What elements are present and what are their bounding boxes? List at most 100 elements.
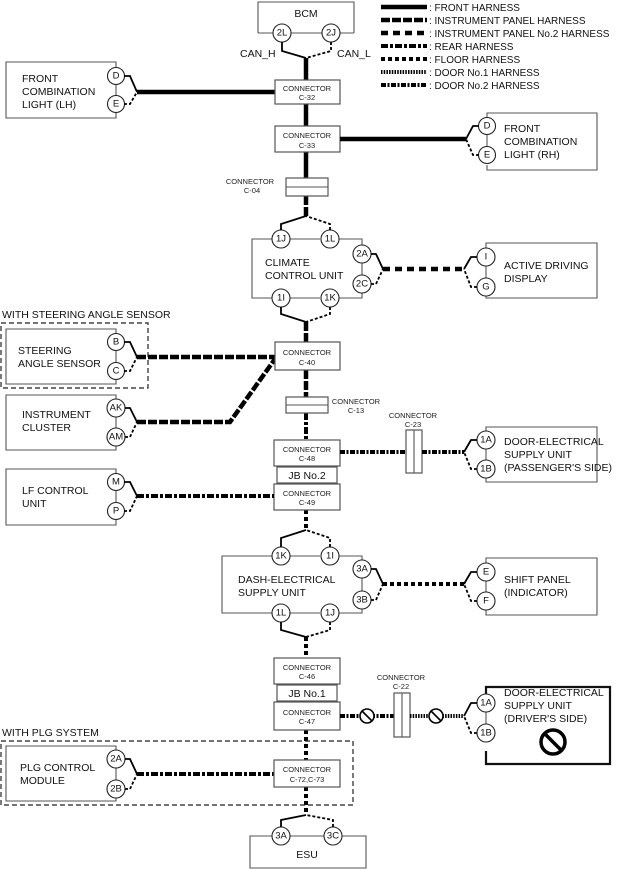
front-combination-light-rh[interactable]: FRONT COMBINATION LIGHT (RH) D E <box>465 112 598 171</box>
dash-outline <box>221 555 363 614</box>
shift-wire-e <box>463 571 477 585</box>
climate-pin-1j-label: 1J <box>276 234 286 245</box>
c48-box <box>273 439 341 467</box>
desu-p-label-2: SUPPLY UNIT <box>504 449 572 461</box>
c40-title: CONNECTOR <box>283 348 332 357</box>
fcl-rh-label-2: COMBINATION <box>504 136 577 148</box>
plg-control-module[interactable]: PLG CONTROL MODULE 2A 2B <box>5 745 138 802</box>
bcm-pin-2j-label: 2J <box>326 28 336 39</box>
shift-wire-f <box>463 583 477 602</box>
connector-c72-c73[interactable]: CONNECTOR C-72,C-73 <box>273 759 341 788</box>
climate-wire-2c <box>371 268 384 285</box>
sas-wire-c <box>124 356 138 372</box>
connector-c40[interactable]: CONNECTOR C-40 <box>274 341 341 371</box>
dash-pin-3b-label: 3B <box>356 595 368 606</box>
sas-pin-b-label: B <box>113 337 119 348</box>
door-electrical-supply-unit-passenger[interactable]: DOOR-ELECTRICAL SUPPLY UNIT (PASSENGER'S… <box>463 426 612 483</box>
not-applicable-mark-2 <box>428 708 444 724</box>
climate-pin-1i-label: 1I <box>277 293 285 304</box>
c33-title: CONNECTOR <box>283 131 332 140</box>
c46-box <box>273 657 341 685</box>
junction-block-1[interactable]: JB No.1 <box>276 684 338 702</box>
c32-box <box>274 79 341 105</box>
c04-code: C-04 <box>244 186 260 195</box>
connector-c33[interactable]: CONNECTOR C-33 <box>274 125 341 153</box>
legend-label-floor: : FLOOR HARNESS <box>429 55 520 66</box>
bcm-pin-2l-label: 2L <box>277 28 288 39</box>
front-combination-light-lh[interactable]: FRONT COMBINATION LIGHT (LH) D E <box>5 61 275 119</box>
ic-outline <box>5 394 117 451</box>
esu-unit[interactable]: ESU 3A 3C <box>249 814 367 869</box>
c04-title: CONNECTOR <box>226 177 275 186</box>
shift-panel-indicator[interactable]: SHIFT PANEL (INDICATOR) E F <box>463 557 598 616</box>
connector-c46[interactable]: CONNECTOR C-46 <box>273 657 341 685</box>
plg-label-2: MODULE <box>20 775 65 787</box>
esu-label: ESU <box>296 849 318 861</box>
connector-c04[interactable]: CONNECTOR C-04 <box>226 177 329 197</box>
junction-block-2[interactable]: JB No.2 <box>276 466 338 484</box>
desu-p-label-3: (PASSENGER'S SIDE) <box>504 462 612 474</box>
bcm-unit[interactable]: BCM 2L 2J CAN_H CAN_L <box>240 1 371 60</box>
plg-wire-2b <box>125 773 138 790</box>
lf-control-unit[interactable]: LF CONTROL UNIT M P <box>5 468 138 526</box>
dash-label-2: SUPPLY UNIT <box>238 587 306 599</box>
lf-outline <box>5 468 117 526</box>
connector-c49[interactable]: CONNECTOR C-49 <box>273 483 341 511</box>
c47-title: CONNECTOR <box>283 708 332 717</box>
connector-c22[interactable]: CONNECTOR C-22 <box>377 673 426 738</box>
door-electrical-supply-unit-driver[interactable]: DOOR-ELECTRICAL SUPPLY UNIT (DRIVER'S SI… <box>463 685 612 766</box>
esu-outline <box>249 835 367 869</box>
fcl-lh-label-3: LIGHT (LH) <box>22 99 76 111</box>
climate-control-unit[interactable]: CLIMATE CONTROL UNIT 1J 1L 1I 1K 2A 2C <box>251 215 384 323</box>
lf-pin-m-label: M <box>112 477 120 488</box>
climate-label-2: CONTROL UNIT <box>265 270 344 282</box>
climate-pin-2a-label: 2A <box>356 249 368 260</box>
jb2-box <box>276 466 338 484</box>
connector-c32[interactable]: CONNECTOR C-32 <box>274 79 341 105</box>
fcl-lh-wire-d <box>124 75 138 93</box>
dash-pin-1j-label: 1J <box>325 608 335 619</box>
add-pin-i-label: I <box>485 252 488 263</box>
climate-pin-1k-label: 1K <box>324 293 336 304</box>
c49-code: C-49 <box>299 498 315 507</box>
steering-angle-sensor[interactable]: STEERING ANGLE SENSOR B C <box>5 328 138 385</box>
shift-pin-f-label: F <box>483 596 489 607</box>
fcl-lh-label-1: FRONT <box>22 73 59 85</box>
esu-pin-3c-label: 3C <box>327 831 339 842</box>
legend-label-ip2: : INSTRUMENT PANEL No.2 HARNESS <box>429 29 610 40</box>
fcl-lh-outline <box>5 61 117 119</box>
desu-p-wire-1a <box>463 439 477 453</box>
dash-pin-1i-label: 1I <box>326 551 334 562</box>
prohibit-icon <box>539 728 567 756</box>
add-wire-i <box>463 256 477 270</box>
dash-wire-1i <box>305 529 331 547</box>
lf-pin-p-label: P <box>113 506 119 517</box>
desu-d-label-2: SUPPLY UNIT <box>504 700 572 712</box>
c23-title: CONNECTOR <box>389 411 438 420</box>
c23-code: C-23 <box>405 420 421 429</box>
instrument-cluster[interactable]: INSTRUMENT CLUSTER AK AM <box>5 394 138 451</box>
desu-d-pin-1b-label: 1B <box>480 728 492 739</box>
shift-pin-e-label: E <box>483 567 489 578</box>
connector-c48[interactable]: CONNECTOR C-48 <box>273 439 341 467</box>
legend-label-front: : FRONT HARNESS <box>429 3 520 14</box>
lf-wire-p <box>124 495 138 512</box>
connector-c47[interactable]: CONNECTOR C-47 <box>273 701 341 731</box>
ic-label-1: INSTRUMENT <box>22 409 91 421</box>
lf-wire-m <box>124 481 138 497</box>
bcm-can-l-wire <box>305 42 332 59</box>
sas-group-label: WITH STEERING ANGLE SENSOR <box>2 309 171 321</box>
active-driving-display[interactable]: ACTIVE DRIVING DISPLAY I G <box>463 242 598 299</box>
climate-wire-1i <box>280 307 307 323</box>
c46-code: C-46 <box>299 672 315 681</box>
connector-c13[interactable]: CONNECTOR C-13 <box>285 396 381 415</box>
dash-pin-1k-label: 1K <box>275 551 287 562</box>
bcm-label: BCM <box>294 8 317 20</box>
bcm-can-h-wire <box>281 42 307 59</box>
fcl-rh-wire-e <box>465 138 479 156</box>
dash-electrical-supply-unit[interactable]: DASH-ELECTRICAL SUPPLY UNIT 1K 1I 1L 1J … <box>221 529 384 638</box>
add-label-1: ACTIVE DRIVING <box>504 260 589 272</box>
dash-wire-1j <box>305 622 331 638</box>
connector-c23[interactable]: CONNECTOR C-23 <box>389 411 438 474</box>
sas-wire-b <box>124 341 138 358</box>
